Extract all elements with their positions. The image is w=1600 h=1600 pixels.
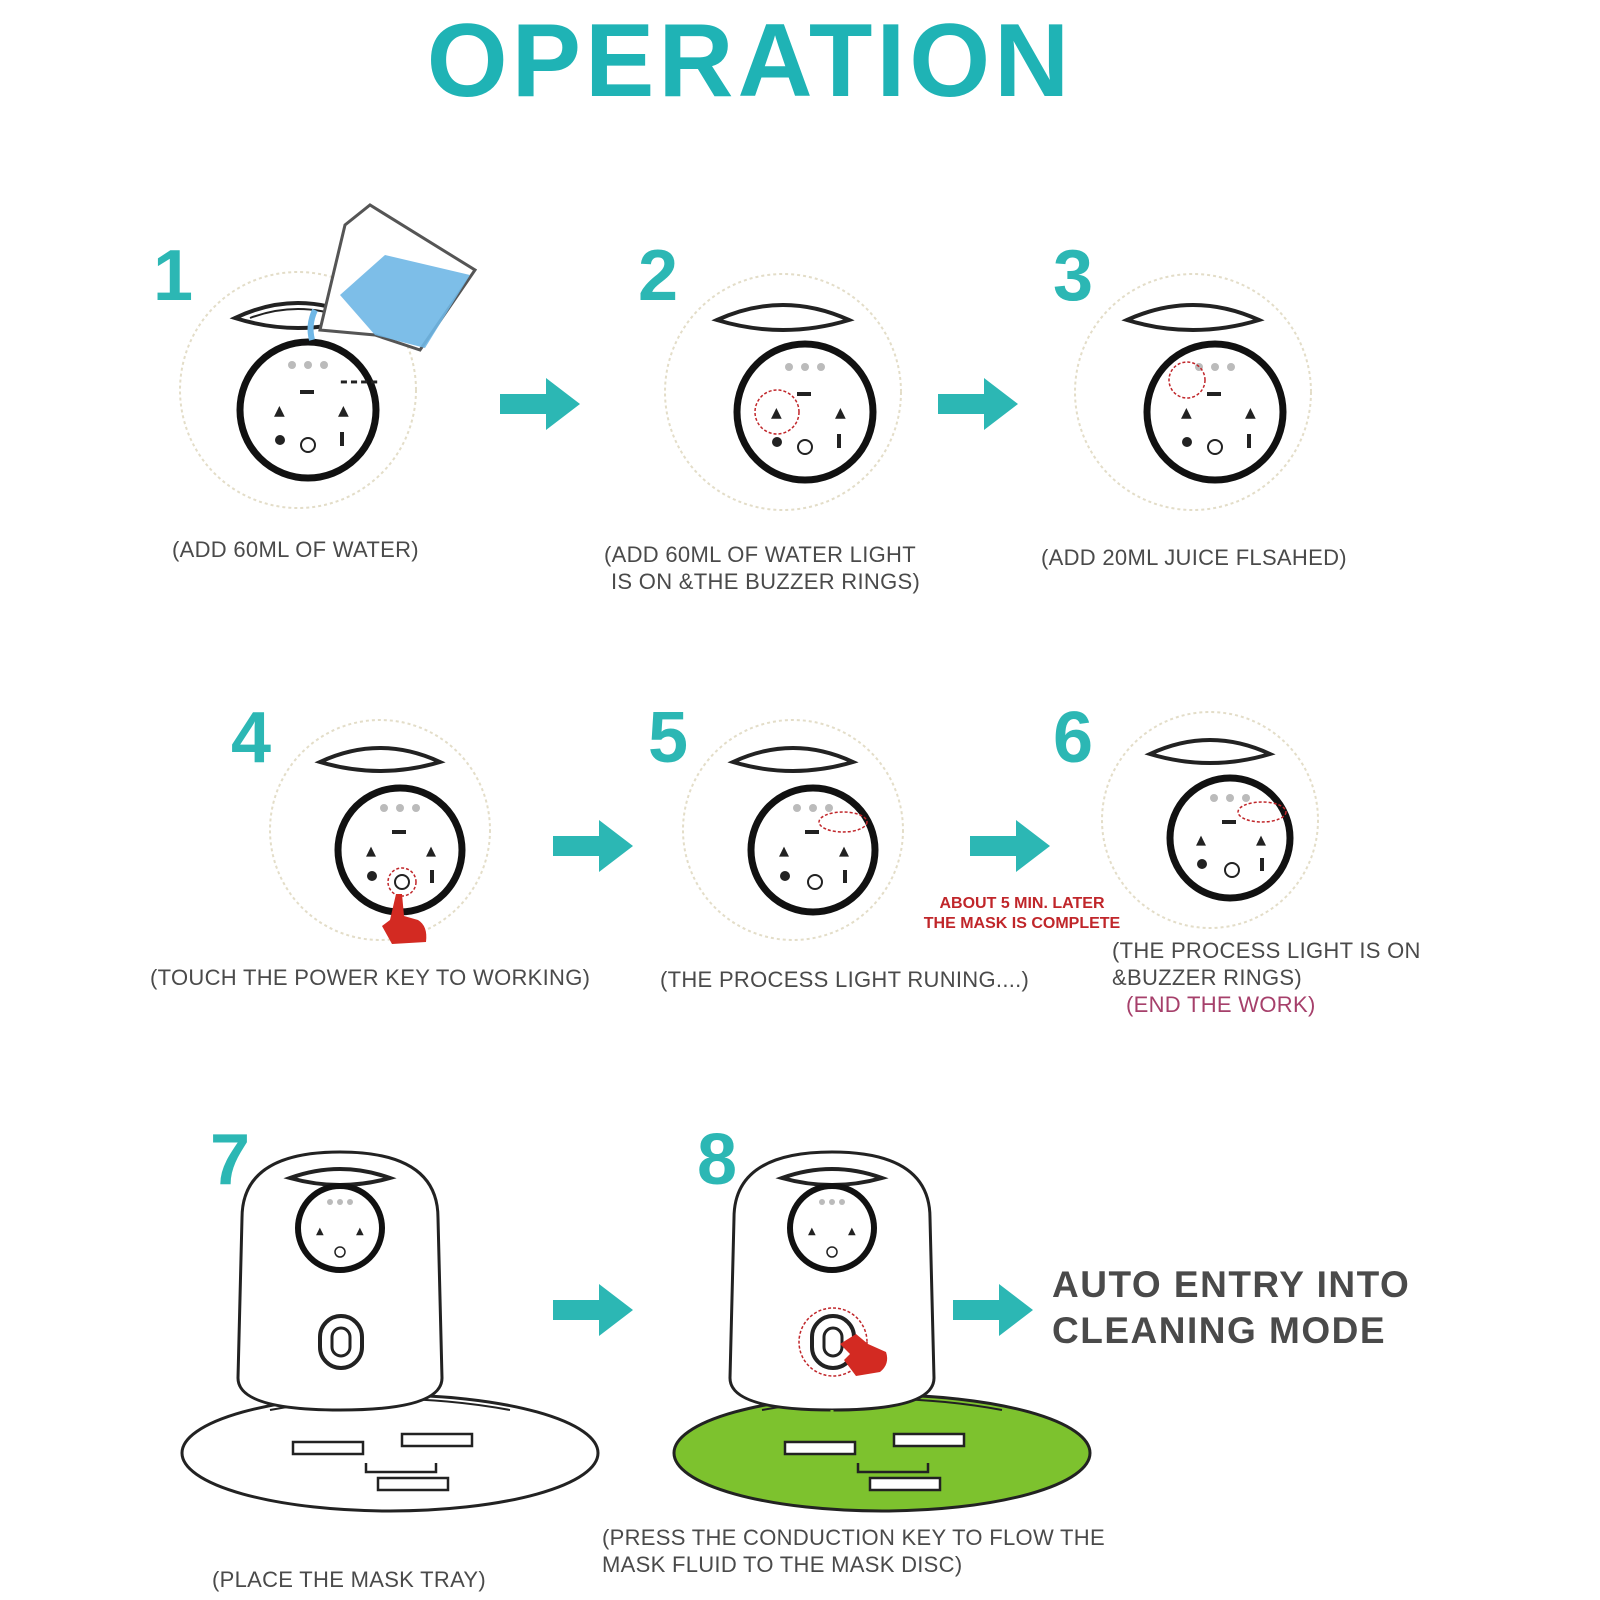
step-caption-5: (THE PROCESS LIGHT RUNING....)	[660, 967, 1030, 992]
step-number-1: 1	[153, 236, 194, 316]
arrow-icon	[553, 820, 633, 872]
caption-line: &BUZZER RINGS)	[1112, 965, 1302, 990]
cleaning-mode-line: AUTO ENTRY INTO	[1052, 1264, 1411, 1305]
svg-text:▲: ▲	[274, 403, 285, 419]
device-illustration-step-2: ▲ ▲	[664, 273, 902, 511]
svg-text:▲: ▲	[779, 844, 789, 859]
caption-line: MASK FLUID TO THE MASK DISC)	[602, 1552, 963, 1577]
device-illustration-step-6: ▲ ▲	[1101, 711, 1319, 929]
timing-note-line: ABOUT 5 MIN. LATER	[939, 895, 1105, 912]
step-number-7: 7	[210, 1120, 251, 1200]
page-title: OPERATION	[426, 3, 1074, 119]
step-number-8: 8	[697, 1120, 738, 1200]
svg-text:▲: ▲	[1256, 833, 1266, 848]
cleaning-mode-label: AUTO ENTRY INTO CLEANING MODE	[1052, 1262, 1410, 1354]
step-caption-7: (PLACE THE MASK TRAY)	[212, 1567, 487, 1592]
device-illustration-step-4: ▲ ▲	[269, 719, 491, 944]
arrow-icon	[500, 378, 580, 430]
step-caption-8: (PRESS THE CONDUCTION KEY TO FLOW THE MA…	[602, 1524, 1105, 1578]
timing-note-line: THE MASK IS COMPLETE	[923, 915, 1121, 932]
device-illustration-step-3: ▲ ▲	[1074, 273, 1312, 511]
svg-text:▲: ▲	[1245, 405, 1256, 421]
device-illustration-step-7: ▲ ▲	[180, 1150, 600, 1513]
arrow-icon	[953, 1284, 1033, 1336]
step-number-4: 4	[231, 698, 272, 778]
svg-text:▲: ▲	[1196, 833, 1206, 848]
step-number-3: 3	[1053, 236, 1094, 316]
arrow-icon	[938, 378, 1018, 430]
device-illustration-step-8: ▲ ▲	[672, 1150, 1092, 1513]
svg-text:▲: ▲	[771, 405, 782, 421]
svg-text:▲: ▲	[848, 1226, 856, 1237]
svg-text:▲: ▲	[338, 403, 349, 419]
step-number-2: 2	[638, 236, 679, 316]
cleaning-mode-line: CLEANING MODE	[1052, 1310, 1386, 1351]
svg-text:▬ ▬ ▬ ▬: ▬ ▬ ▬ ▬	[340, 377, 378, 386]
caption-line: IS ON &THE BUZZER RINGS)	[611, 569, 921, 594]
step-number-6: 6	[1053, 698, 1094, 778]
step-caption-2: (ADD 60ML OF WATER LIGHT IS ON &THE BUZZ…	[604, 541, 920, 595]
svg-text:▲: ▲	[1181, 405, 1192, 421]
svg-text:▲: ▲	[316, 1226, 324, 1237]
svg-text:▲: ▲	[356, 1226, 364, 1237]
device-illustration-step-5: ▲ ▲	[682, 719, 904, 941]
caption-line: (THE PROCESS LIGHT IS ON	[1112, 938, 1421, 963]
svg-text:▲: ▲	[835, 405, 846, 421]
step-number-5: 5	[648, 698, 689, 778]
timing-note: ABOUT 5 MIN. LATER THE MASK IS COMPLETE	[912, 894, 1132, 934]
svg-text:▲: ▲	[839, 844, 849, 859]
svg-text:▲: ▲	[808, 1226, 816, 1237]
caption-line: (PRESS THE CONDUCTION KEY TO FLOW THE	[602, 1525, 1105, 1550]
svg-text:▲: ▲	[426, 844, 436, 859]
end-work-label: (END THE WORK)	[1126, 992, 1316, 1017]
arrow-icon	[970, 820, 1050, 872]
device-illustration-step-1: ▬ ▬ ▬ ▬ ▲ ▲	[179, 203, 478, 509]
caption-line: (ADD 60ML OF WATER LIGHT	[604, 542, 916, 567]
svg-text:▲: ▲	[366, 844, 376, 859]
step-caption-1: (ADD 60ML OF WATER)	[172, 537, 419, 562]
step-caption-6: (THE PROCESS LIGHT IS ON &BUZZER RINGS) …	[1112, 937, 1421, 1018]
step-caption-3: (ADD 20ML JUICE FLSAHED)	[1041, 545, 1347, 570]
step-caption-4: (TOUCH THE POWER KEY TO WORKING)	[150, 965, 591, 990]
arrow-icon	[553, 1284, 633, 1336]
